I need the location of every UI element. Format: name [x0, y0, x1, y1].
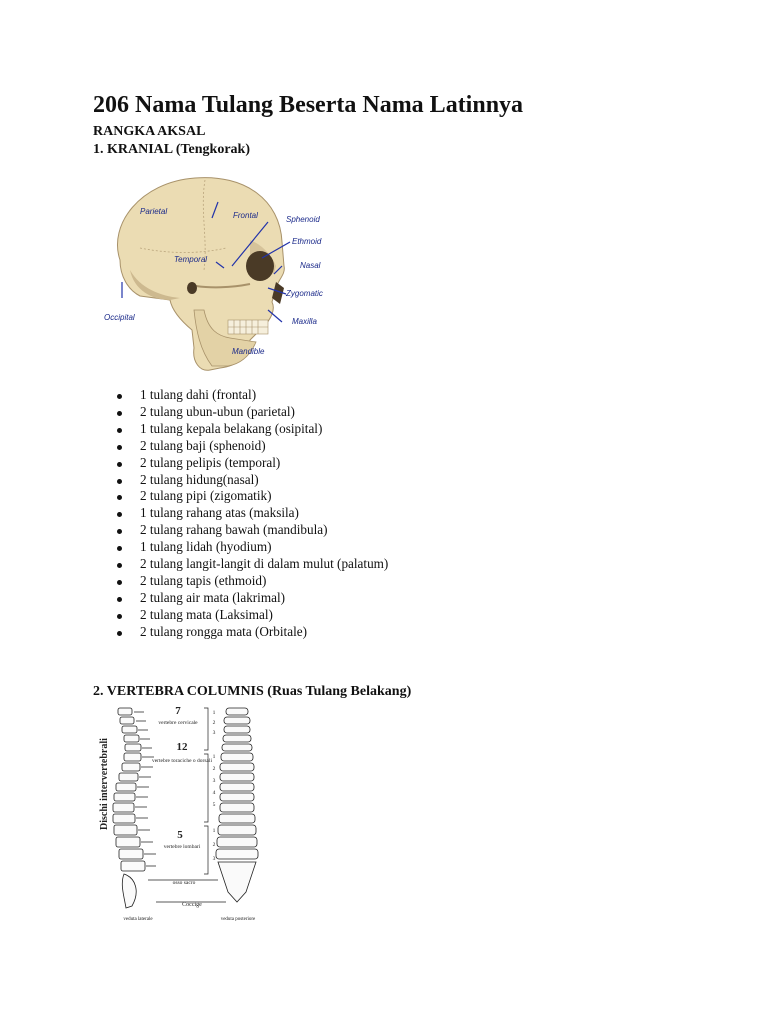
spine-diagram: Dischi intervertebrali — [99, 705, 259, 922]
svg-text:2: 2 — [213, 720, 216, 726]
svg-text:3: 3 — [213, 730, 216, 736]
subsection-heading-vertebra: 2. VERTEBRA COLUMNIS (Ruas Tulang Belaka… — [93, 684, 412, 699]
list-item: 2 tulang ubun-ubun (parietal) — [117, 404, 388, 421]
label-zygomatic: Zygomatic — [285, 289, 323, 298]
svg-text:3: 3 — [213, 856, 216, 862]
svg-text:2: 2 — [213, 766, 216, 772]
thoracic-count: 12 — [177, 741, 189, 753]
lumbar-count: 5 — [177, 829, 183, 841]
list-item: 1 tulang lidah (hyodium) — [117, 539, 388, 556]
spine-side-label: Dischi intervertebrali — [99, 738, 110, 830]
label-temporal: Temporal — [174, 255, 207, 264]
skull-diagram: Parietal Frontal Sphenoid Ethmoid Tempor… — [104, 177, 323, 371]
list-item: 1 tulang kepala belakang (osipital) — [117, 421, 388, 438]
list-item: 2 tulang hidung(nasal) — [117, 472, 388, 489]
thoracic-name: vertebre toraciche o dorsali — [152, 758, 212, 764]
coccyx-label: Coccige — [182, 902, 202, 908]
list-item: 2 tulang rahang bawah (mandibula) — [117, 522, 388, 539]
label-sphenoid: Sphenoid — [286, 215, 320, 224]
list-item: 2 tulang air mata (lakrimal) — [117, 590, 388, 607]
list-item: 2 tulang mata (Laksimal) — [117, 607, 388, 624]
list-item: 2 tulang pelipis (temporal) — [117, 455, 388, 472]
cervical-count: 7 — [175, 705, 181, 717]
section-heading-axial: RANGKA AKSAL — [93, 124, 206, 139]
cranial-bones-list: 1 tulang dahi (frontal) 2 tulang ubun-ub… — [117, 387, 388, 641]
label-maxilla: Maxilla — [292, 317, 317, 326]
svg-text:4: 4 — [213, 790, 216, 796]
label-nasal: Nasal — [300, 261, 321, 270]
svg-text:1: 1 — [213, 710, 216, 716]
list-item: 2 tulang baji (sphenoid) — [117, 438, 388, 455]
label-parietal: Parietal — [140, 207, 167, 216]
label-mandible: Mandible — [232, 347, 265, 356]
label-frontal: Frontal — [233, 211, 258, 220]
label-occipital: Occipital — [104, 313, 135, 322]
sacrum-label: osso sacro — [173, 880, 196, 886]
svg-text:2: 2 — [213, 842, 216, 848]
list-item: 2 tulang tapis (ethmoid) — [117, 573, 388, 590]
svg-text:1: 1 — [213, 828, 216, 834]
cervical-name: vertebre cervicale — [158, 720, 198, 726]
document-title: 206 Nama Tulang Beserta Nama Latinnya — [93, 92, 524, 118]
svg-text:1: 1 — [213, 754, 216, 760]
list-item: 2 tulang pipi (zigomatik) — [117, 488, 388, 505]
list-item: 2 tulang rongga mata (Orbitale) — [117, 624, 388, 641]
svg-text:5: 5 — [213, 802, 216, 808]
list-item: 1 tulang rahang atas (maksila) — [117, 505, 388, 522]
list-item: 2 tulang langit-langit di dalam mulut (p… — [117, 556, 388, 573]
lumbar-name: vertebre lombari — [164, 844, 201, 850]
svg-text:3: 3 — [213, 778, 216, 784]
subsection-heading-cranial: 1. KRANIAL (Tengkorak) — [93, 142, 251, 157]
list-item: 1 tulang dahi (frontal) — [117, 387, 388, 404]
view-lateral-label: veduta laterale — [123, 917, 153, 922]
view-posterior-label: veduta posteriore — [221, 917, 256, 922]
label-ethmoid: Ethmoid — [292, 237, 322, 246]
